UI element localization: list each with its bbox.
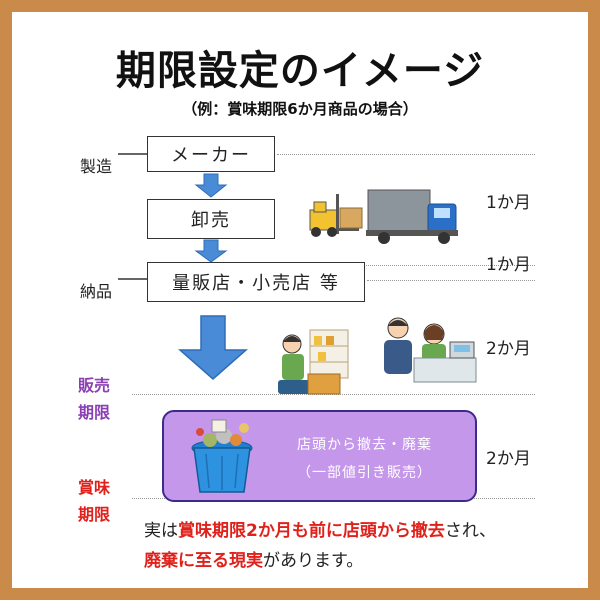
label-seizo: 製造 — [80, 157, 113, 176]
dotted-line-oroshi — [277, 265, 535, 266]
truck-icon — [309, 189, 458, 244]
cashier-icon — [384, 317, 477, 383]
dotted-line-seizo — [277, 154, 535, 155]
label-nohin: 納品 — [80, 282, 113, 301]
month-label-1: 1か月 — [486, 193, 531, 213]
label-shomi-2: 期限 — [78, 505, 111, 524]
bottom-line-1-a: 実は — [144, 521, 178, 541]
bottom-line-1-c: され、 — [444, 521, 496, 541]
month-label-2: 1か月 — [486, 255, 531, 275]
shop-clerk-icon — [278, 329, 349, 395]
label-hanbai-1: 販売 — [78, 376, 111, 395]
forklift-icon — [309, 194, 363, 237]
label-shomi-1: 賞味 — [78, 478, 111, 497]
box-oroshi: 卸売 — [147, 199, 275, 239]
page-subtitle: （例：賞味期限6か月商品の場合） — [182, 100, 418, 118]
arrow-down-small-1 — [194, 173, 228, 198]
removal-text-2: （一部値引き販売） — [297, 465, 432, 481]
diagram-canvas: 期限設定のイメージ （例：賞味期限6か月商品の場合） 製造 納品 販売 期限 賞… — [12, 12, 588, 588]
bottom-line-1-b: 賞味期限2か月も前に店頭から撤去 — [178, 521, 445, 541]
arrow-down-small-2 — [194, 239, 228, 263]
garbage-bin-icon — [191, 419, 253, 493]
removal-text-1: 店頭から撤去・廃棄 — [297, 437, 432, 453]
box-maker: メーカー — [147, 136, 275, 172]
bottom-line-2-b: があります。 — [263, 551, 364, 571]
page-title: 期限設定のイメージ — [115, 48, 485, 94]
month-label-3: 2か月 — [486, 339, 531, 359]
arrow-down-large — [178, 315, 248, 380]
dotted-line-nohin — [367, 280, 535, 281]
bottom-line-2: 廃棄に至る現実があります。 — [144, 546, 363, 571]
flow-arrows — [178, 173, 248, 380]
bottom-line-1: 実は賞味期限2か月も前に店頭から撤去され、 — [144, 516, 496, 541]
box-retail: 量販店・小売店 等 — [147, 262, 365, 302]
removal-box: 店頭から撤去・廃棄 （一部値引き販売） — [162, 410, 477, 502]
month-label-4: 2か月 — [486, 449, 531, 469]
bottom-line-2-a: 廃棄に至る現実 — [144, 551, 263, 571]
label-hanbai-2: 期限 — [78, 403, 111, 422]
